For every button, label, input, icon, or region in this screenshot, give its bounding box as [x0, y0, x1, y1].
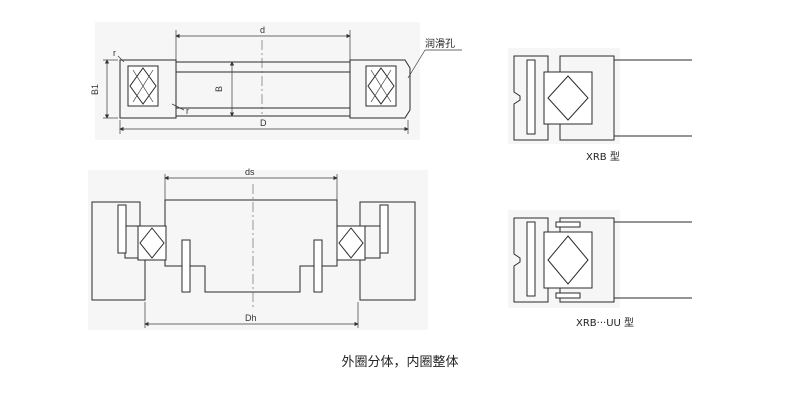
label-D: D [260, 118, 267, 128]
xrb-raceway [543, 71, 593, 125]
label-ds: ds [245, 167, 255, 177]
label-lubrication-hole: 润滑孔 [425, 37, 455, 50]
r-top-leader [117, 55, 125, 63]
right-roller-axis-b [370, 69, 392, 103]
left-ring-section [119, 59, 177, 119]
xrbuu-roller [547, 235, 589, 285]
label-B: B [214, 86, 224, 92]
right-bottom-drawing: XRB···UU 型 [508, 210, 692, 329]
bolt-left-outer [117, 204, 127, 254]
left-roller-axis-b [132, 69, 154, 103]
lubrication-leader [407, 49, 426, 79]
label-B1: B1 [90, 84, 100, 95]
top-left-drawing: d B B1 r r D [90, 22, 462, 140]
xrbuu-caption: XRB···UU 型 [576, 316, 634, 329]
bolt-right-inner [313, 239, 323, 293]
right-ring-section [349, 59, 411, 119]
r-bottom-leader [171, 103, 185, 111]
xrbuu-seal-bottom [555, 292, 581, 299]
bottom-left-drawing: ds Dh [88, 167, 428, 330]
bottom-right-roller [338, 227, 364, 259]
inner-ring-one-piece [164, 199, 338, 293]
footer-caption: 外圈分体，内圈整体 [341, 355, 459, 370]
xrbuu-raceway [543, 231, 593, 289]
right-top-drawing: XRB 型 [508, 48, 692, 163]
xrb-roller [547, 75, 589, 121]
bottom-left-roller [139, 227, 165, 259]
label-r-bottom: r [186, 106, 189, 116]
bottom-left-raceway [137, 225, 167, 261]
left-roller [129, 67, 157, 105]
label-r-top: r [113, 48, 116, 58]
xrbuu-bolt [526, 221, 536, 297]
xrb-caption: XRB 型 [586, 150, 620, 163]
outer-ring-left [91, 201, 146, 301]
bolt-right-outer [379, 204, 389, 254]
label-Dh: Dh [245, 313, 257, 323]
right-roller [367, 67, 395, 105]
xrbuu-seal-top [555, 221, 581, 228]
xrb-bolt [526, 59, 536, 135]
bottom-right-raceway [336, 225, 366, 261]
bolt-left-inner [181, 239, 191, 293]
label-d: d [260, 25, 265, 35]
